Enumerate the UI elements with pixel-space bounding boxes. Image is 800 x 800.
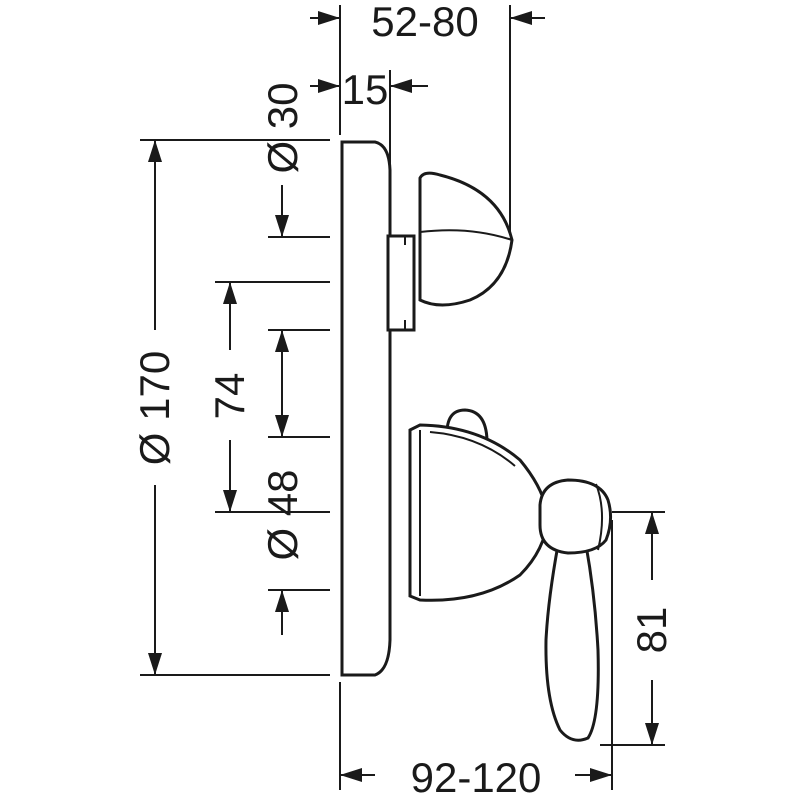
lever-height-label: 81 bbox=[628, 607, 675, 654]
dim-lever-height: 81 bbox=[600, 511, 675, 746]
depth-range-label: 52-80 bbox=[371, 0, 478, 45]
small-diameter-label: Ø 30 bbox=[259, 82, 306, 173]
dim-small-diameter: Ø 30 bbox=[259, 82, 330, 238]
valve-stem bbox=[386, 234, 416, 332]
dim-lever-depth-range: 92-120 bbox=[339, 520, 613, 800]
dim-depth-range: 52-80 bbox=[310, 0, 545, 235]
dim-plate-diameter: Ø 170 bbox=[131, 139, 330, 676]
dim-center-distance: 74 bbox=[206, 281, 330, 513]
valve-knob bbox=[418, 171, 514, 307]
mixer-body bbox=[408, 408, 550, 602]
dim-medium-diameter: Ø 48 bbox=[259, 329, 330, 635]
medium-diameter-label: Ø 48 bbox=[259, 469, 306, 560]
wall-plate bbox=[340, 140, 392, 677]
center-distance-label: 74 bbox=[206, 373, 253, 420]
shutoff-valve bbox=[386, 171, 514, 332]
mixer-dome bbox=[408, 423, 550, 602]
lever-arm bbox=[544, 543, 600, 742]
lever-handle bbox=[538, 478, 613, 742]
plate-diameter-label: Ø 170 bbox=[131, 351, 178, 465]
lever-depth-range-label: 92-120 bbox=[411, 754, 542, 800]
offset-label: 15 bbox=[342, 66, 389, 113]
lever-hub bbox=[538, 478, 613, 555]
dim-offset: 15 bbox=[310, 66, 428, 170]
